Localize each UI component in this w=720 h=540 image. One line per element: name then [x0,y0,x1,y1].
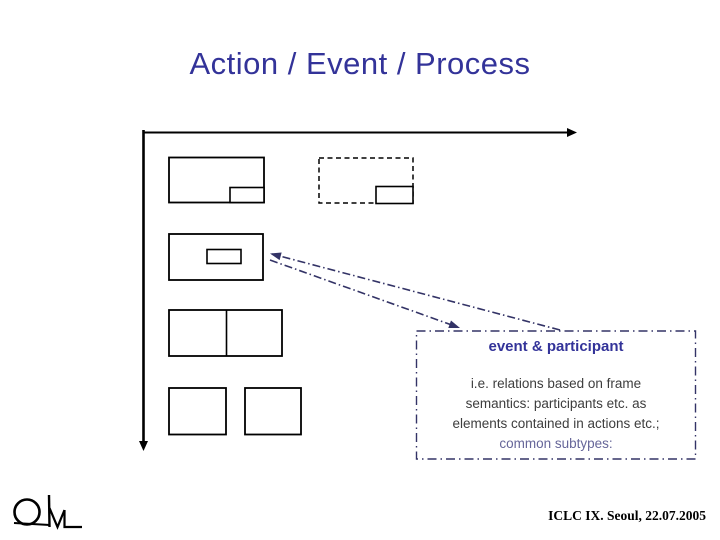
box-with-corner-tab-solid [168,156,265,204]
slide-title: Action / Event / Process [189,46,531,81]
callout-body-line: i.e. relations based on frame [470,376,642,391]
box-with-corner-tab-dashed [318,157,414,204]
inner-contained-box [206,248,242,265]
corner-tab-solid [229,186,265,204]
x-axis-right-arrow-icon [567,128,577,137]
callout-body: i.e. relations based on frame semantics:… [417,374,695,454]
connector-to-box [271,253,561,331]
corner-tab-on-dashed-box [375,185,414,205]
paired-box-right [244,387,302,436]
callout-border [415,330,697,460]
callout-body-line: elements contained in actions etc.; [452,416,660,431]
paired-box-left [168,387,227,436]
connector-arrowhead-at-callout-icon [448,320,460,329]
box-with-inner-box [168,233,264,281]
split-box [168,309,283,357]
slide-footer: ICLC IX. Seoul, 22.07.2005 [548,508,706,523]
callout-highlight-line: common subtypes: [499,436,613,451]
connector-arrowhead-at-box-icon [270,252,282,261]
qm-monogram-logo-icon [13,494,82,530]
y-axis-down-arrow-icon [139,441,148,451]
callout-body-line: semantics: participants etc. as [465,396,647,411]
callout: event & participant i.e. relations based… [417,331,695,459]
connector-to-callout [269,259,457,328]
callout-title: event & participant [488,338,624,355]
